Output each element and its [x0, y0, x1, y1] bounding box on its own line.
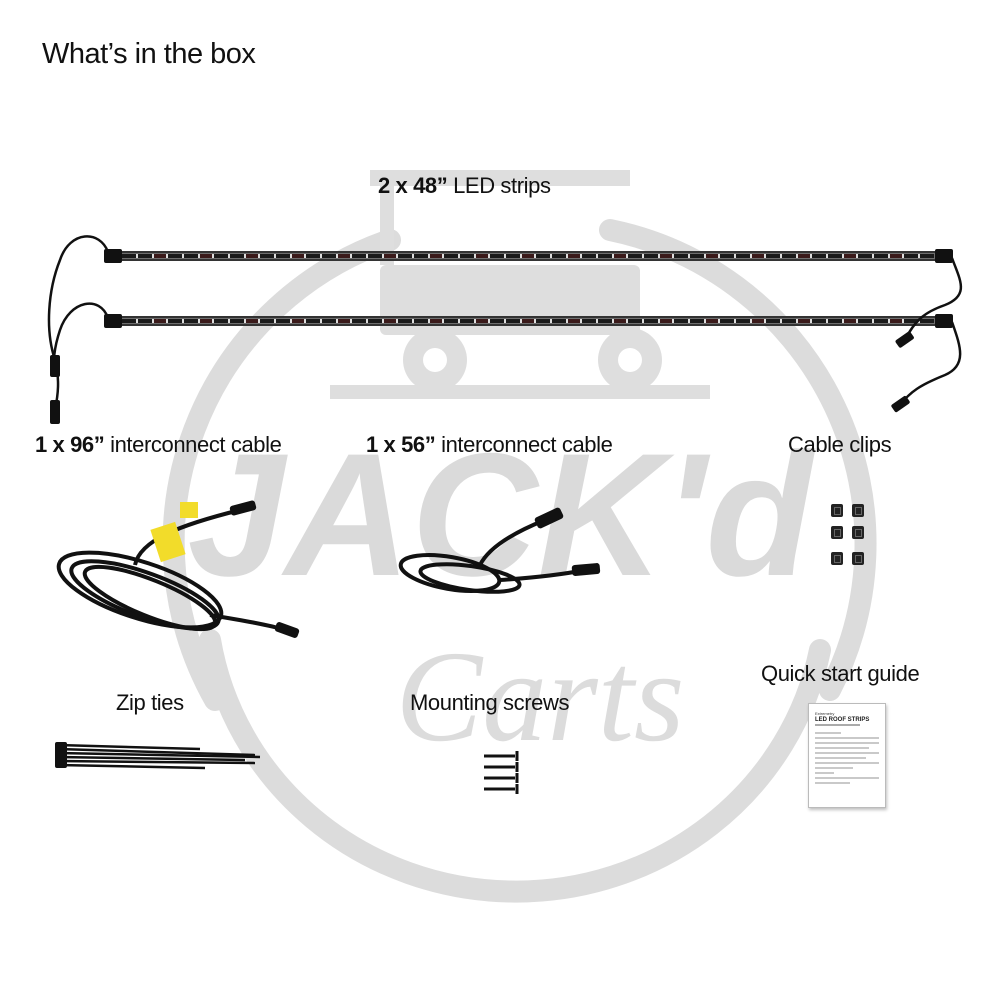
cable-56-label: 1 x 56” interconnect cable: [366, 432, 613, 458]
cable-56-qty: 1 x 56”: [366, 432, 436, 457]
cable-96-qty: 1 x 96”: [35, 432, 105, 457]
page-title: What’s in the box: [42, 38, 256, 70]
led-strips-qty: 2 x 48”: [378, 173, 448, 198]
quick-start-guide-image: Extremetry LED ROOF STRIPS: [808, 703, 886, 808]
zip-ties-label: Zip ties: [116, 690, 184, 715]
guide-subtitle-line: [815, 724, 860, 726]
led-strips-label: 2 x 48” LED strips: [378, 173, 551, 199]
golf-cart-icon: [330, 170, 710, 399]
led-strips-name: LED strips: [453, 173, 551, 198]
cable-56-name: interconnect cable: [441, 432, 613, 457]
cable-clips-label: Cable clips: [788, 432, 892, 457]
cable-96-name: interconnect cable: [110, 432, 282, 457]
mounting-screws-label: Mounting screws: [410, 690, 570, 715]
guide-brand: Extremetry: [815, 711, 835, 716]
guide-title: LED ROOF STRIPS: [815, 717, 870, 723]
quick-start-guide-label: Quick start guide: [761, 661, 920, 686]
cable-96-label: 1 x 96” interconnect cable: [35, 432, 282, 458]
